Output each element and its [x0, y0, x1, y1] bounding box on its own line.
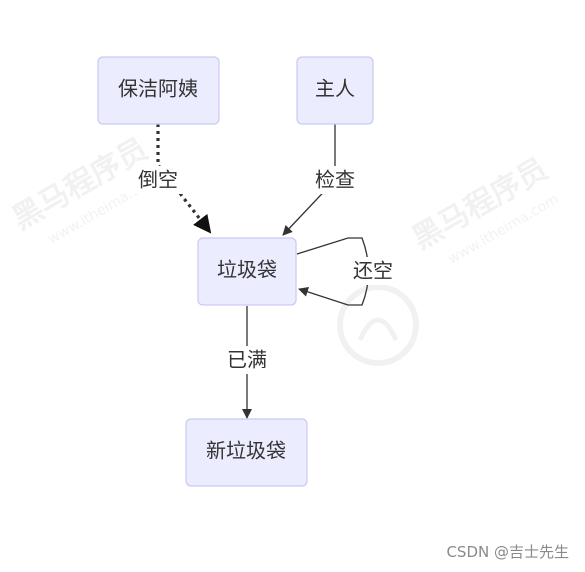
- edge-label-return-empty: 还空: [347, 257, 399, 285]
- node-new-trash-bag-label: 新垃圾袋: [206, 439, 286, 463]
- node-trash-bag: 垃圾袋: [197, 237, 297, 306]
- watermark-left: 黑马程序员 www.itheima.com: [7, 132, 162, 248]
- edge-label-check: 检查: [309, 166, 361, 194]
- node-trash-bag-label: 垃圾袋: [217, 258, 277, 282]
- node-new-trash-bag: 新垃圾袋: [185, 418, 308, 487]
- edge-label-full: 已满: [221, 346, 273, 374]
- watermark-logo-icon: [337, 284, 419, 366]
- edge-label-dump-text: 倒空: [138, 168, 178, 192]
- node-owner: 主人: [296, 56, 374, 125]
- node-owner-label: 主人: [315, 77, 355, 101]
- edge-label-return-empty-text: 还空: [353, 259, 393, 283]
- edge-label-check-text: 检查: [315, 168, 355, 192]
- edge-label-full-text: 已满: [227, 348, 267, 372]
- watermark-right: 黑马程序员 www.itheima.com: [407, 152, 562, 268]
- edge-label-dump: 倒空: [132, 166, 184, 194]
- credit-text: CSDN @吉士先生: [446, 543, 569, 561]
- node-cleaner-label: 保洁阿姨: [118, 77, 198, 101]
- node-cleaner: 保洁阿姨: [97, 56, 220, 125]
